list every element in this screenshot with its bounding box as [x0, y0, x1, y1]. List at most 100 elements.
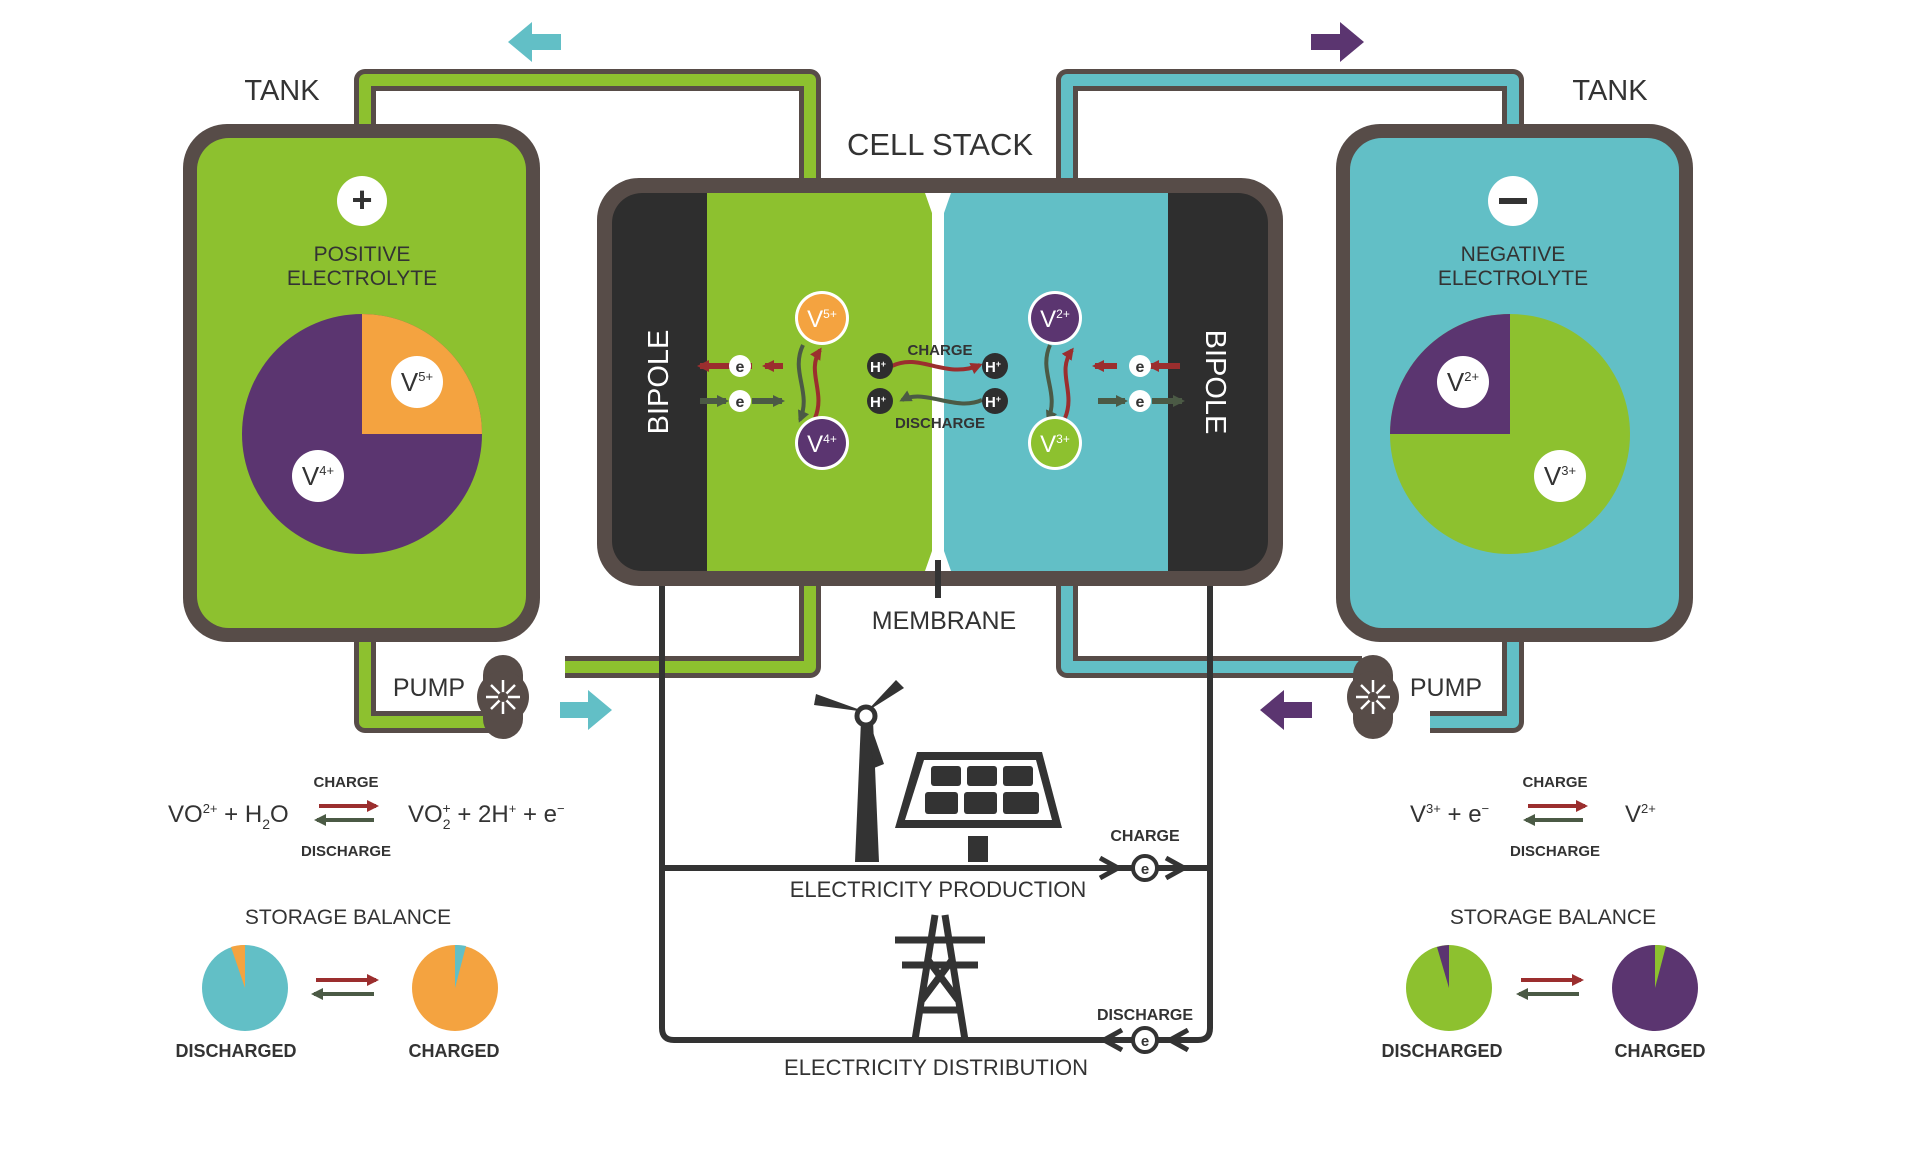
svg-text:H+: H+: [985, 359, 1001, 376]
pump-right-label: PUMP: [1410, 674, 1482, 702]
ion-sup: 4+: [319, 463, 334, 478]
circuit-charge-label: CHARGE: [1110, 828, 1180, 845]
ion-sup: 2+: [1056, 307, 1070, 321]
cell-positive-reactions: e e V5+ V4+: [697, 291, 849, 470]
tank-right-label: TANK: [1572, 75, 1648, 107]
storage-balance-title: STORAGE BALANCE: [245, 906, 451, 929]
equation-right-discharge: DISCHARGE: [1510, 843, 1600, 860]
bipole-right-label: BIPOLE: [1199, 330, 1231, 435]
ion-base: V: [807, 431, 823, 458]
svg-text:H+: H+: [870, 359, 886, 376]
discharged-label: DISCHARGED: [1381, 1041, 1502, 1061]
h-letter: H: [985, 394, 996, 411]
electron-letter: e: [1136, 394, 1145, 411]
ion-base: V: [401, 367, 419, 397]
ion-base: V: [302, 461, 320, 491]
electron-icon: e: [729, 390, 751, 412]
cell-stack-label: CELL STACK: [847, 127, 1033, 162]
equation-left-charge: CHARGE: [313, 774, 378, 791]
svg-text:V3+: V3+: [1544, 461, 1576, 491]
flow-arrow-left-purple-icon: [1260, 690, 1312, 730]
ion-base: V: [807, 306, 823, 333]
h-letter: H: [985, 359, 996, 376]
svg-text:V5+: V5+: [807, 306, 837, 333]
h-letter: H: [870, 394, 881, 411]
charged-label: CHARGED: [1614, 1041, 1705, 1061]
pump-right-icon: [1347, 655, 1399, 739]
tank-left-label: TANK: [244, 75, 320, 107]
svg-text:V5+: V5+: [401, 367, 433, 397]
flow-arrows: [508, 22, 1364, 730]
hydrogen-ion-icon: H+: [982, 353, 1008, 379]
electron-icon: e: [1129, 355, 1151, 377]
discharged-label: DISCHARGED: [175, 1041, 296, 1061]
electron-letter: e: [736, 359, 745, 376]
electron-letter: e: [1141, 1033, 1149, 1050]
h-sup: +: [996, 359, 1001, 369]
power-pylon-icon: [895, 914, 985, 1041]
charged-label: CHARGED: [408, 1041, 499, 1061]
pie-ion-v3: V3+: [1534, 450, 1586, 502]
tank-negative: NEGATIVE ELECTROLYTE V2+ V3+: [1336, 124, 1693, 642]
svg-text:H+: H+: [870, 394, 886, 411]
electron-icon: e: [729, 355, 751, 377]
positive-electrolyte-label-2: ELECTROLYTE: [287, 267, 437, 290]
equation-right-charge: CHARGE: [1522, 774, 1587, 791]
equation-left-reactant: VO2+ + H2O: [168, 801, 289, 832]
wind-turbine-icon: [814, 680, 904, 862]
cell-ion-v2: V2+: [1028, 291, 1082, 345]
solar-panel-icon: [895, 752, 1062, 862]
equation-left: VO2+ + H2O CHARGE DISCHARGE VO2+ + 2H+ +…: [168, 774, 565, 860]
svg-text:V2+: V2+: [1447, 367, 1479, 397]
positive-electrolyte-label: POSITIVE: [314, 243, 411, 266]
cell-stack: [597, 178, 1283, 598]
circuit-discharge-arrow-icon: e: [1098, 1026, 1190, 1054]
ion-base: V: [1040, 306, 1056, 333]
equation-right-product: V2+: [1625, 801, 1656, 828]
pump-left-label: PUMP: [393, 674, 465, 702]
membrane: [932, 200, 944, 564]
pie-ion-v5: V5+: [391, 356, 443, 408]
electron-letter: e: [736, 394, 745, 411]
storage-balance-left: STORAGE BALANCE DISCHARGED CHARGED: [175, 906, 499, 1061]
cell-discharge-label: DISCHARGE: [895, 415, 985, 432]
h-letter: H: [870, 359, 881, 376]
pump-left-icon: [477, 655, 529, 739]
electron-icon: e: [1129, 390, 1151, 412]
svg-text:V2+: V2+: [1040, 306, 1070, 333]
electricity-production-label: ELECTRICITY PRODUCTION: [790, 877, 1087, 902]
proton-exchange: H+ H+ H+ H+ CHARGE DISCHARGE: [867, 342, 1008, 432]
membrane-label: MEMBRANE: [872, 607, 1016, 635]
hydrogen-ion-icon: H+: [867, 353, 893, 379]
storage-balance-right: STORAGE BALANCE DISCHARGED CHARGED: [1381, 906, 1705, 1061]
pie-ion-v2: V2+: [1437, 356, 1489, 408]
h-sup: +: [881, 359, 886, 369]
tank-positive: + POSITIVE ELECTROLYTE V5+ V4+: [183, 124, 540, 642]
svg-text:V4+: V4+: [302, 461, 334, 491]
electron-letter: e: [1136, 359, 1145, 376]
ion-sup: 5+: [823, 307, 837, 321]
cell-ion-v3: V3+: [1028, 416, 1082, 470]
ion-base: V: [1040, 431, 1056, 458]
flow-arrow-left-teal-icon: [508, 22, 561, 62]
ion-sup: 3+: [1056, 432, 1070, 446]
negative-electrolyte-label: NEGATIVE: [1461, 243, 1566, 266]
flow-arrow-right-purple-icon: [1311, 22, 1364, 62]
h-sup: +: [996, 394, 1001, 404]
ion-sup: 4+: [823, 432, 837, 446]
circuit-charge-arrow-icon: e: [1098, 854, 1190, 882]
cell-ion-v4: V4+: [795, 416, 849, 470]
electricity-distribution-label: ELECTRICITY DISTRIBUTION: [784, 1055, 1088, 1080]
cell-charge-label: CHARGE: [907, 342, 972, 359]
pipes: [354, 69, 1524, 733]
hydrogen-ion-icon: H+: [982, 388, 1008, 414]
ion-sup: 3+: [1561, 463, 1576, 478]
equation-left-discharge: DISCHARGE: [301, 843, 391, 860]
svg-text:V4+: V4+: [807, 431, 837, 458]
equation-right-reactant: V3+ + e−: [1410, 801, 1489, 828]
equation-left-product: VO2+ + 2H+ + e−: [408, 800, 565, 832]
plus-sign: +: [351, 179, 372, 220]
ion-base: V: [1544, 461, 1562, 491]
cell-negative-reactions: e e V2+ V3+: [1028, 291, 1185, 470]
